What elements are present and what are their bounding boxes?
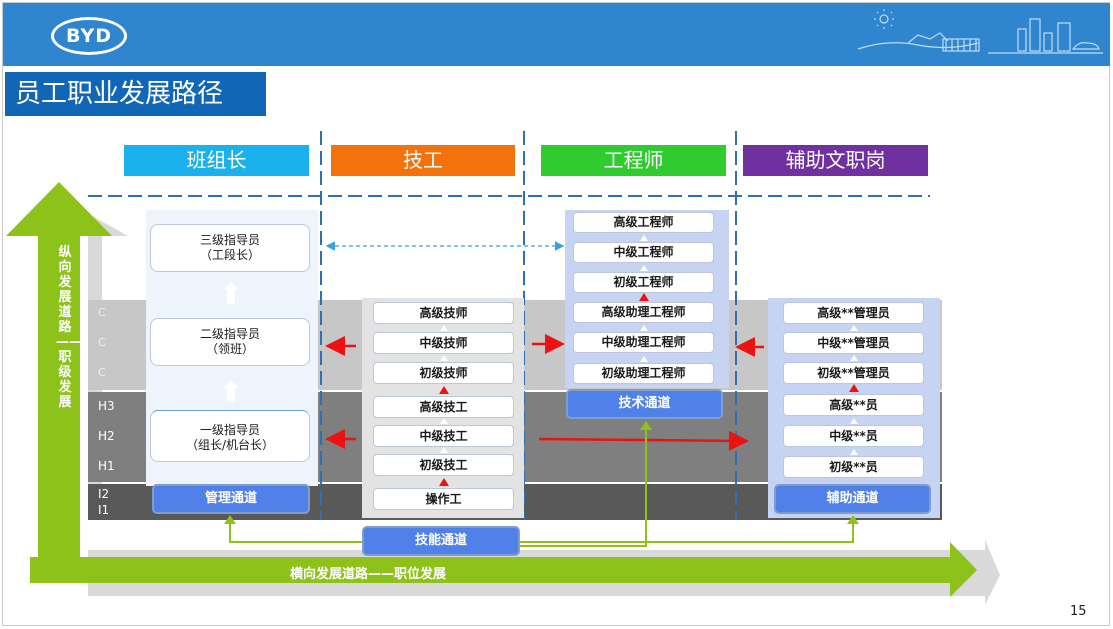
page-title: 员工职业发展路径 (5, 72, 266, 116)
page-number: 15 (1070, 604, 1087, 619)
tech-level-junior-worker: 初级技工 (373, 454, 514, 476)
svg-text:C: C (98, 366, 106, 379)
tech-level-senior-technician: 高级技师 (373, 302, 514, 324)
tech-level-junior-technician: 初级技师 (373, 362, 514, 384)
management-channel: 管理通道 (152, 484, 310, 514)
engineer-level-junior-assistant: 初级助理工程师 (573, 363, 714, 384)
row-label-i1: I1 (98, 503, 110, 517)
support-level-junior-manager: 初级**管理员 (783, 362, 924, 384)
category-team-leader: 班组长 (124, 145, 309, 176)
support-level-mid-staff: 中级**员 (783, 425, 924, 447)
tech-level-mid-technician: 中级技师 (373, 332, 514, 354)
engineer-level-senior-assistant: 高级助理工程师 (573, 302, 714, 323)
byd-logo: BYD (51, 17, 127, 55)
support-level-junior-staff: 初级**员 (783, 456, 924, 478)
team-leader-up-arrows (223, 282, 239, 402)
svg-text:C: C (98, 306, 106, 319)
support-channel: 辅助通道 (774, 484, 931, 514)
row-label-h3: H3 (98, 399, 115, 413)
svg-text:C: C (98, 336, 106, 349)
team-leader-level-3: 三级指导员 （工段长） (150, 224, 310, 272)
engineer-level-senior: 高级工程师 (573, 212, 714, 233)
row-label-h1: H1 (98, 459, 115, 473)
technical-channel: 技术通道 (566, 389, 723, 419)
row-label-h2: H2 (98, 429, 115, 443)
header-bar: BYD (3, 3, 1110, 66)
skill-channel: 技能通道 (362, 526, 520, 556)
engineer-level-mid-assistant: 中级助理工程师 (573, 332, 714, 353)
support-level-senior-staff: 高级**员 (783, 394, 924, 416)
category-engineer: 工程师 (541, 145, 726, 176)
tech-level-senior-worker: 高级技工 (373, 396, 514, 418)
tech-level-operator: 操作工 (373, 488, 514, 510)
engineer-level-mid: 中级工程师 (573, 242, 714, 263)
city-skyline-icon (857, 9, 1103, 54)
support-level-senior-manager: 高级**管理员 (783, 302, 924, 324)
team-leader-level-2: 二级指导员 （领班） (150, 318, 310, 366)
category-support: 辅助文职岗 (743, 145, 928, 176)
category-technician: 技工 (331, 145, 515, 176)
engineer-level-junior: 初级工程师 (573, 272, 714, 293)
tech-level-mid-worker: 中级技工 (373, 425, 514, 447)
horizontal-axis-label: 横向发展道路——职位发展 (290, 567, 447, 582)
support-level-mid-manager: 中级**管理员 (783, 332, 924, 354)
row-label-i2: I2 (98, 487, 110, 501)
team-leader-level-1: 一级指导员 （组长/机台长） (150, 410, 310, 462)
